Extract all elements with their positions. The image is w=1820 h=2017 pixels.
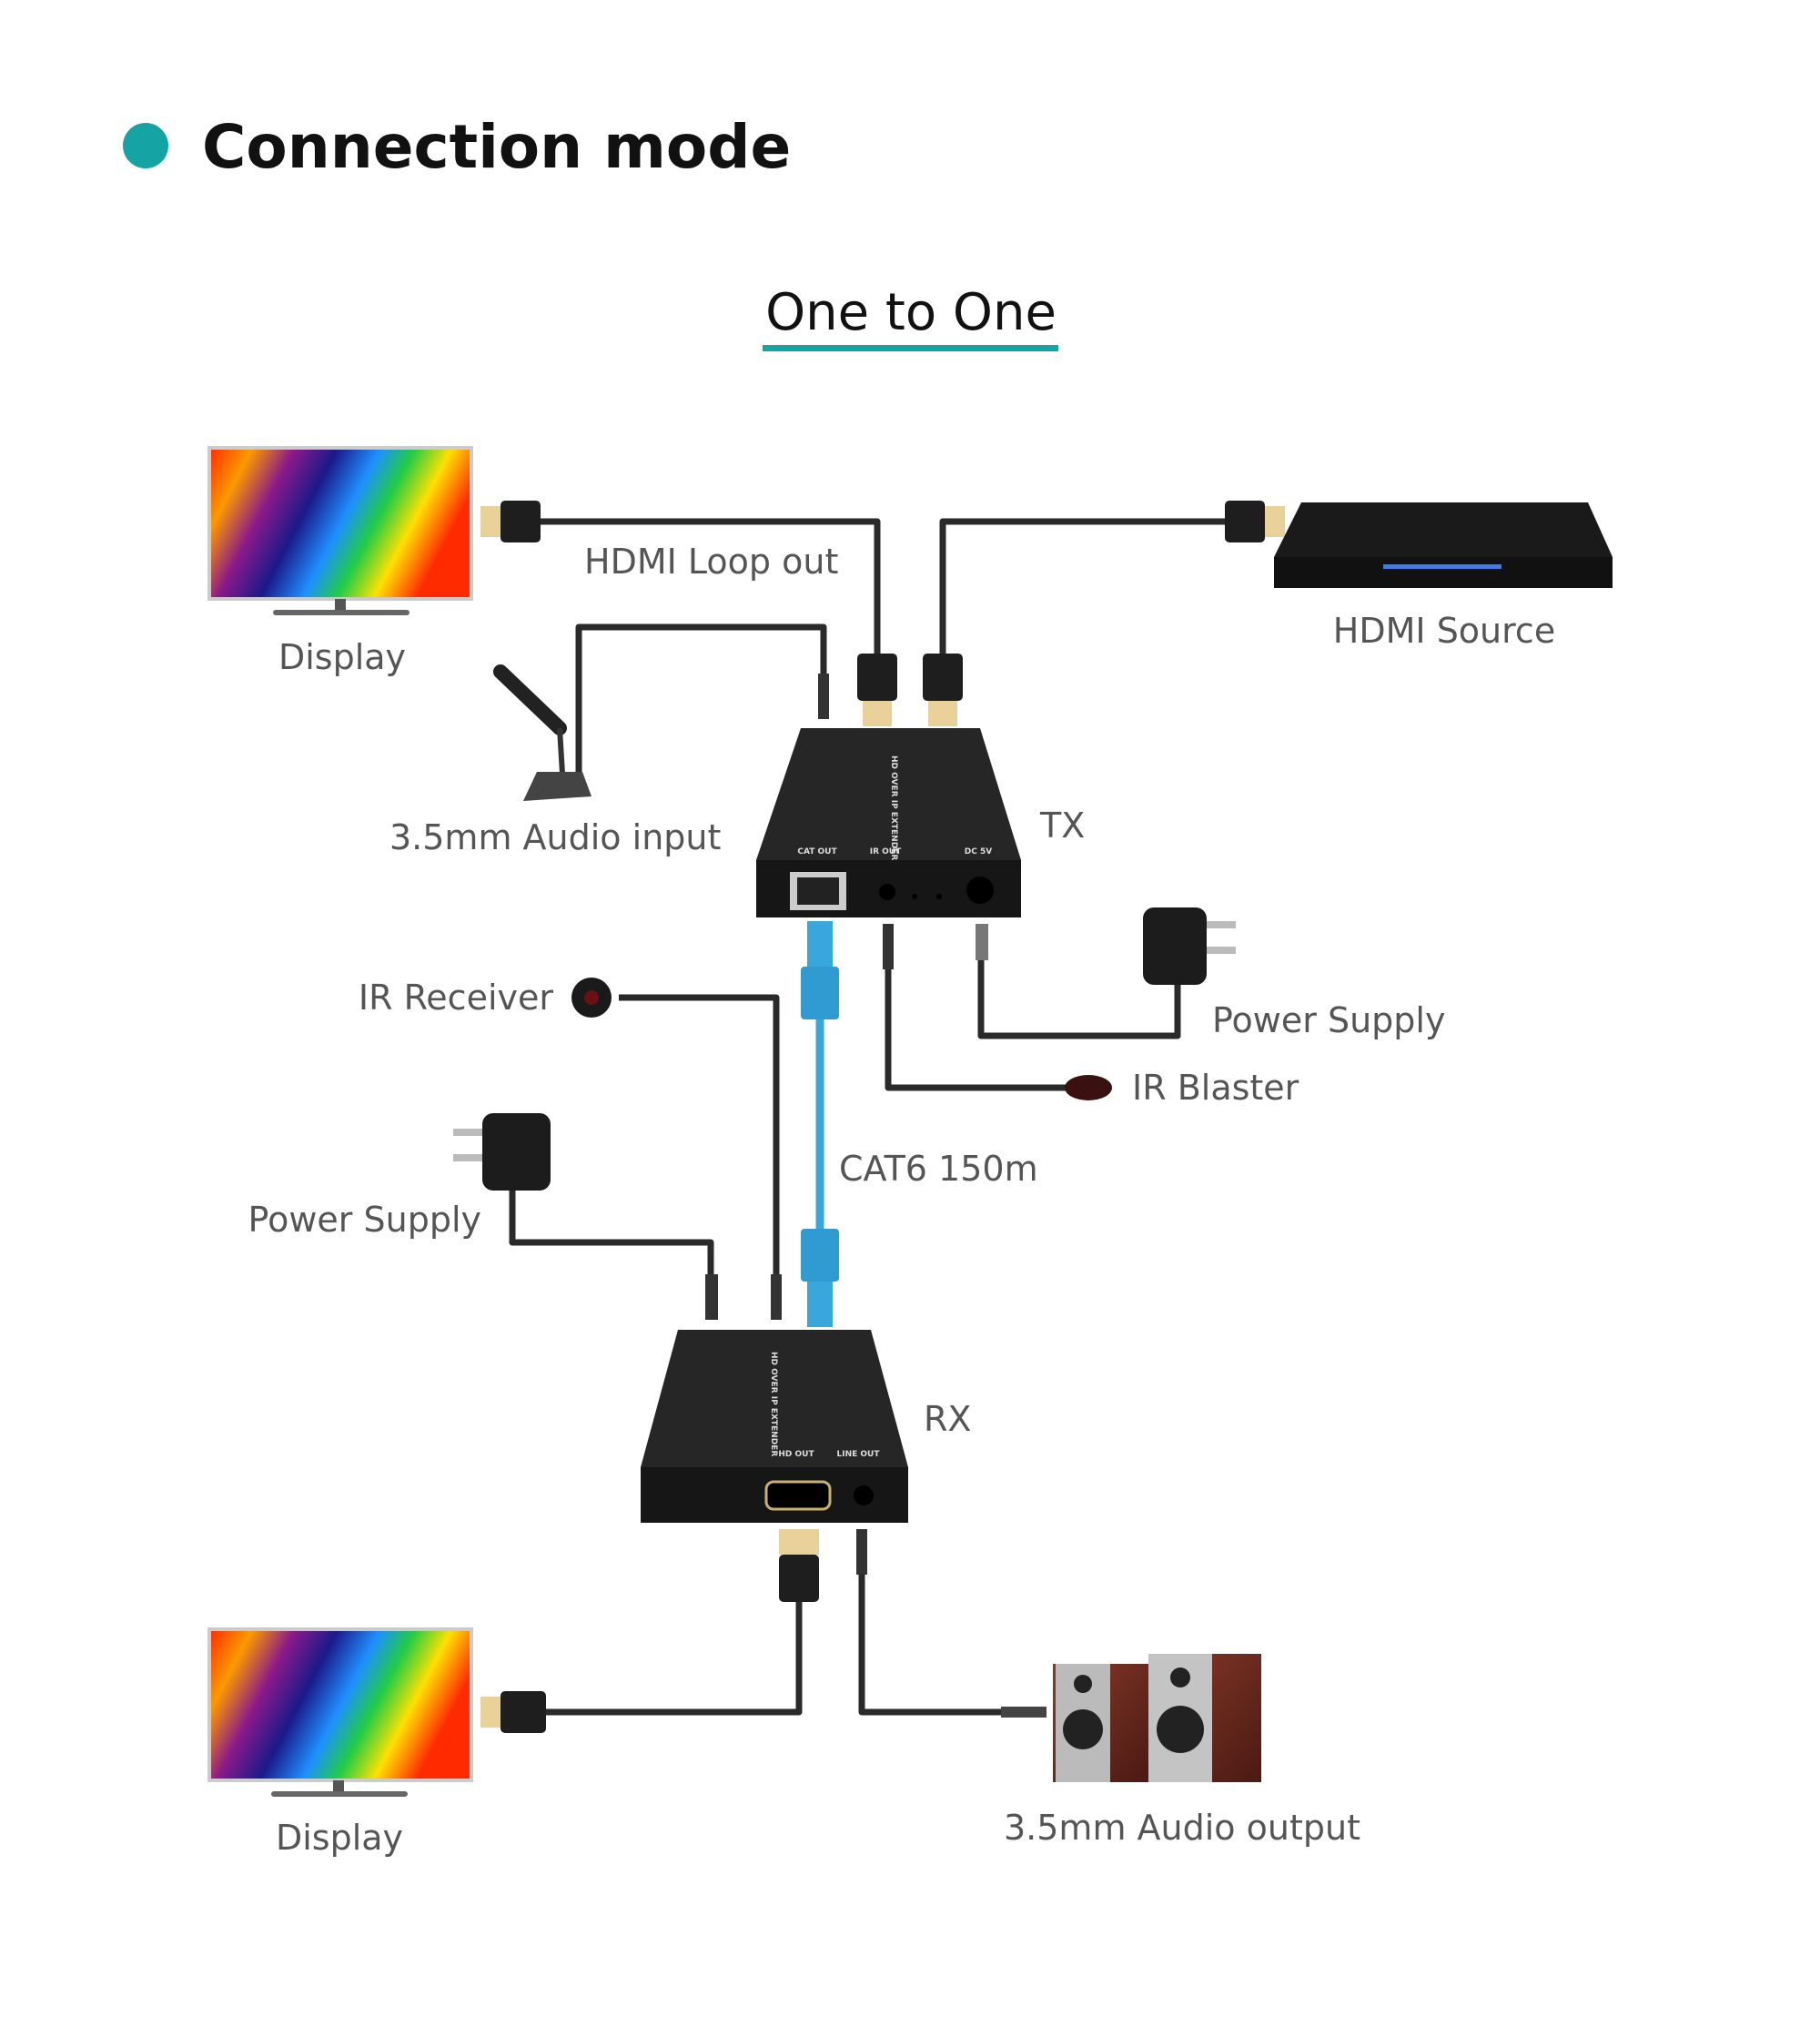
hdmi-plug-icon [1265,506,1285,537]
hdmi-loop-out-label: HDMI Loop out [584,542,838,582]
page-title: Connection mode [202,112,791,182]
ir-blaster-label: IR Blaster [1132,1068,1299,1108]
svg-text:HD OVER IP EXTENDER: HD OVER IP EXTENDER [889,755,898,860]
connectors [480,501,1285,1733]
svg-text:IR OUT: IR OUT [870,847,902,856]
hdmi-plug-icon [480,506,500,537]
rx-label: RX [924,1399,971,1439]
title-bullet-icon [123,123,168,168]
audio-jack-icon [883,924,894,969]
tx-label: TX [1039,806,1085,846]
hdmi-plug-icon [857,654,897,701]
svg-text:CAT OUT: CAT OUT [797,847,837,856]
power-supply-tx-label: Power Supply [1212,1000,1445,1040]
audio-input-cable [575,623,827,783]
hdmi-source-label: HDMI Source [1333,611,1555,651]
display-top-label: Display [278,637,406,677]
power-adapter-tx-icon [1143,907,1236,985]
dc-plug-icon [705,1274,718,1320]
power-adapter-rx-icon [453,1113,551,1191]
display-bottom-label: Display [276,1818,403,1858]
audio-input-label: 3.5mm Audio input [389,817,721,857]
hdmi-plug-icon [923,654,963,701]
svg-text:HD OUT: HD OUT [778,1450,814,1459]
ir-blaster-cable [885,928,1083,1091]
display-top-icon [207,446,473,615]
dc-plug-icon [976,924,988,960]
hdmi-loop-out-cable [537,518,881,674]
svg-text:LINE OUT: LINE OUT [837,1450,881,1459]
speakers-icon [1053,1654,1261,1782]
subtitle-underline [763,345,1058,351]
audio-output-cable [858,1566,1010,1716]
tx-extender-device: CAT OUT IR OUT DC 5V HD OVER IP EXTENDER [756,728,1021,917]
rx-extender-device: HD OUT LINE OUT HD OVER IP EXTENDER [641,1330,908,1523]
rx-hdmi-out-cable [546,1584,803,1716]
diagram-subtitle: One to One [765,283,1057,342]
tx-power-cable [977,938,1181,1039]
hdmi-plug-icon [480,1697,500,1728]
audio-output-label: 3.5mm Audio output [1004,1808,1360,1848]
audio-jack-icon [771,1274,782,1320]
power-supply-rx-label: Power Supply [248,1200,481,1240]
hdmi-source-player-icon [1274,502,1613,588]
hdmi-source-cable [939,518,1228,674]
rx-power-cable [509,1188,714,1302]
svg-text:HD OVER IP EXTENDER: HD OVER IP EXTENDER [769,1352,778,1456]
ir-receiver-icon [571,978,612,1018]
hdmi-plug-icon [779,1529,819,1555]
ir-receiver-cable [619,994,780,1302]
ir-blaster-icon [1065,1075,1112,1100]
audio-jack-icon [1001,1707,1046,1718]
cat6-label: CAT6 150m [839,1149,1038,1189]
audio-jack-icon [856,1529,867,1575]
rj45-plug-icon [807,921,833,967]
svg-text:DC 5V: DC 5V [965,847,992,856]
display-bottom-icon [207,1627,473,1797]
audio-jack-icon [818,674,829,719]
microphone-icon [493,664,592,801]
ir-receiver-label: IR Receiver [359,978,553,1018]
rj45-plug-icon [801,1229,839,1282]
